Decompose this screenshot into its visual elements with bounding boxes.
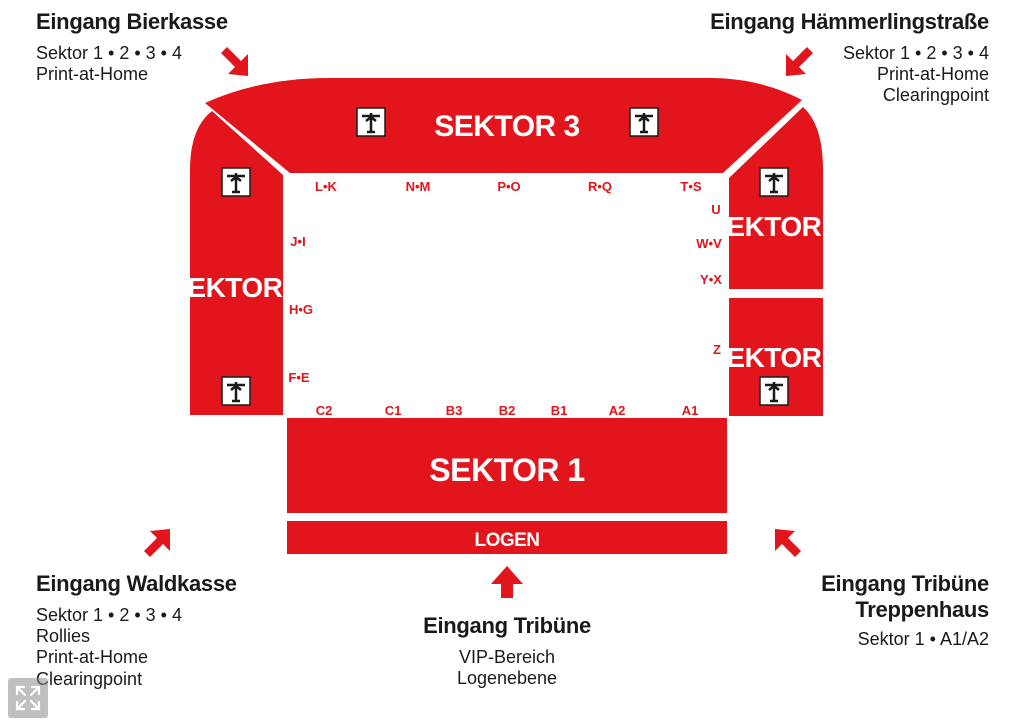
sector-2-label: SEKTOR 2 (169, 272, 305, 303)
entrance-arrow-icon (221, 47, 248, 76)
sector-3-area[interactable] (205, 78, 802, 173)
block-label: N•M (406, 179, 431, 194)
entrance-tribuene: Eingang Tribüne VIP-Bereich Logenebene (383, 613, 631, 689)
entrance-arrow-icon (775, 529, 801, 557)
restroom-icon (221, 167, 251, 197)
block-label: J•I (290, 234, 305, 249)
block-label: C2 (316, 403, 333, 418)
expand-button[interactable] (8, 678, 48, 718)
entrance-arrow-icon (491, 566, 523, 598)
block-label: R•Q (588, 179, 612, 194)
block-label: F•E (288, 370, 309, 385)
sector-2-area[interactable] (190, 111, 283, 415)
sector-1-label: SEKTOR 1 (429, 452, 584, 488)
block-label: B2 (499, 403, 516, 418)
entrance-info-line: Sektor 1 • A1/A2 (857, 628, 989, 649)
block-label: T•S (680, 179, 701, 194)
entrance-arrow-icon (144, 529, 170, 557)
block-label: C1 (385, 403, 402, 418)
entrance-info-line: Clearingpoint (882, 85, 989, 106)
entrance-info-line: VIP-Bereich (458, 646, 556, 667)
block-label: W•V (696, 236, 722, 251)
entrance-title: Eingang Hämmerlingstraße (710, 9, 989, 34)
entrance-info-line: Clearingpoint (36, 668, 143, 689)
block-label: P•O (497, 179, 520, 194)
entrance-info-line: Rollies (36, 626, 91, 647)
entrance-title: Eingang Bierkasse (36, 9, 228, 34)
entrance-title: Eingang Tribüne (423, 613, 591, 638)
entrance-title: Eingang Waldkasse (36, 571, 237, 596)
entrance-haemmerling: Eingang Hämmerlingstraße Sektor 1 • 2 • … (710, 9, 989, 107)
block-label: Y•X (700, 272, 722, 287)
sector-4-area[interactable] (729, 107, 823, 289)
block-label: A2 (609, 403, 626, 418)
sector-3-label: SEKTOR 3 (434, 110, 580, 143)
entrance-info-line: Print-at-Home (876, 64, 989, 85)
restroom-icon (759, 376, 789, 406)
block-label: H•G (289, 302, 313, 317)
entrance-bierkasse: Eingang Bierkasse Sektor 1 • 2 • 3 • 4 P… (36, 9, 228, 85)
entrance-info-line: Print-at-Home (36, 647, 149, 668)
entrance-title: Eingang Tribüne (821, 571, 989, 596)
expand-icon (15, 685, 41, 711)
restroom-icon (629, 107, 659, 137)
logen-label: LOGEN (474, 530, 539, 551)
entrance-info-line: Logenebene (456, 668, 558, 689)
entrance-arrow-icon (786, 47, 813, 76)
logen-area[interactable] (287, 521, 727, 554)
entrance-info-line: Sektor 1 • 2 • 3 • 4 (843, 42, 989, 63)
entrance-info-line: Print-at-Home (36, 64, 149, 85)
restroom-icon (759, 167, 789, 197)
block-label: B1 (551, 403, 568, 418)
sector-5-label: SEKTOR 5 (708, 342, 844, 373)
sector-1-area[interactable] (287, 418, 727, 513)
entrance-title: Treppenhaus (855, 596, 989, 622)
block-label: L•K (315, 179, 337, 194)
entrance-treppenhaus: Eingang Tribüne Treppenhaus Sektor 1 • A… (821, 571, 989, 650)
restroom-icon (221, 376, 251, 406)
block-label: A1 (682, 403, 699, 418)
restroom-icon (356, 107, 386, 137)
entrance-waldkasse: Eingang Waldkasse Sektor 1 • 2 • 3 • 4 R… (36, 571, 237, 690)
block-label: B3 (446, 403, 463, 418)
sector-4-label: SEKTOR 4 (708, 211, 844, 242)
entrance-info-line: Sektor 1 • 2 • 3 • 4 (36, 604, 182, 625)
entrance-info-line: Sektor 1 • 2 • 3 • 4 (36, 42, 182, 63)
block-label: Z (713, 342, 721, 357)
block-label: U (711, 202, 720, 217)
